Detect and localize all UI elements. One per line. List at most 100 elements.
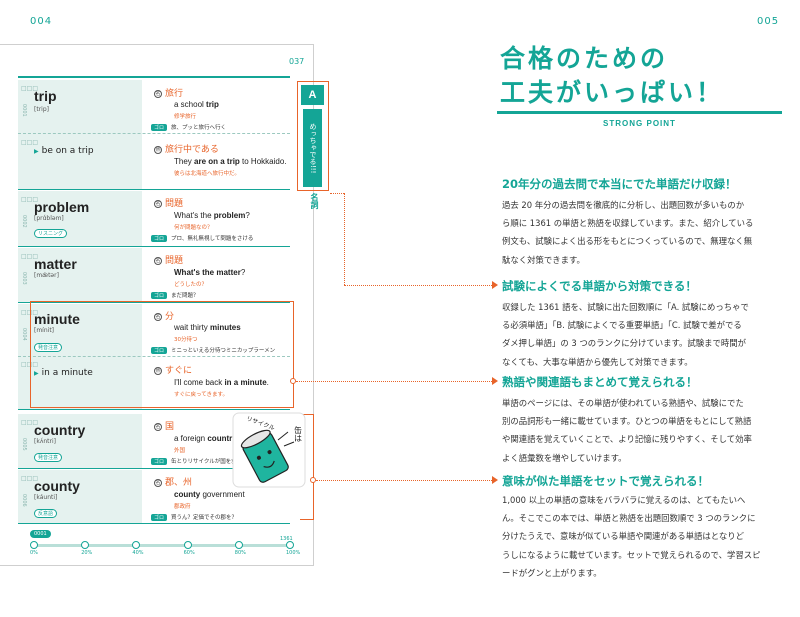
entry-word: trip [34,88,57,104]
entry-meaning: 名旅行 [154,89,184,99]
entry-number: 0001 [21,104,27,117]
progress-label: 60% [183,550,195,556]
point-body-1: 過去 20 年分の過去問を徹底的に分析し、出題回数が多いものから順に 1361 … [502,200,754,265]
progress-tick [132,541,141,549]
goro-row: ゴロミニっといえる分待つミニカップラーメン [151,346,275,354]
can-recycle-illustration: 缶は リサイクル [232,412,306,488]
triangle-icon: ▶ [34,370,39,377]
leader-line-1 [344,193,345,285]
leader-dot [310,477,316,483]
entry-meaning: 名問題 [154,199,184,209]
entry-pronunciation: [prɑ́bləm] [34,215,64,222]
entry-pronunciation: [mínit] [34,327,55,334]
progress-label: 80% [234,550,246,556]
sub-example: They are on a trip to Hokkaido. [174,157,287,166]
point-body-3: 単語のページには、その単語が使われている熟語や、試験にでた別の品詞形も一緒に載せ… [502,398,752,463]
leader-line-1-bottom [344,285,494,286]
progress-total: 1361 [280,536,293,542]
check-boxes: □□□ [21,254,38,260]
entry-minute: □□□ 0004 minute [mínit] 発音注意 名分 wait thi… [18,304,290,410]
entry-translation: 修学旅行 [174,114,197,120]
sub-check-boxes: □□□ [21,362,38,368]
entry-problem: □□□ 0002 problem [prɑ́bləm] リスニング 名問題 Wh… [18,191,290,247]
progress-label: 100% [286,550,301,556]
headline: 合格のための 工夫がいっぱい！ [500,42,780,110]
point-body-2: 収録した 1361 語を、試験に出た回数順に「A. 試験にめっちゃでる必須単語」… [502,302,749,367]
rank-badge: A [301,85,324,105]
headline-line-1: 合格のための [500,44,669,73]
progress-label: 20% [81,550,93,556]
goro-row: ゴロまだ問題？ [151,291,199,299]
entry-meaning: 名郡、州 [154,478,193,488]
progress-tick [286,541,294,549]
entry-example: county government [174,490,245,499]
goro-badge: ゴロ [151,458,168,465]
inner-page-number: 037 [289,57,305,66]
point-title-3: 熟語や関連語もまとめて覚えられる！ [502,375,698,389]
arrow-icon [492,476,498,484]
headline-line-2: 工夫がいっぱい！ [500,78,725,107]
phrase-mark-icon: 熟 [154,367,162,375]
entry-trip: □□□ 0001 trip [trip] 名旅行 a school trip 修… [18,80,290,190]
entry-translation: どうしたの？ [174,282,208,288]
check-boxes: □□□ [21,310,38,316]
entry-matter: □□□ 0003 matter [mǽtər] 名問題 What's the m… [18,248,290,303]
entry-number: 0004 [21,328,27,341]
entry-example: What's the matter? [174,268,246,277]
rank-label: めっちゃでる!!! [303,109,322,187]
entry-word: matter [34,256,77,272]
similar-words-bracket [300,414,314,520]
point-body-4: 1,000 以上の単語の意味をバラバラに覚えるのは、とてもたいへん。そこでこの本… [502,495,761,578]
meaning-mark-icon: 名 [154,479,162,487]
entry-pronunciation: [káunti] [34,494,58,501]
subheadline: STRONG POINT [603,119,676,128]
goro-row: ゴロプロ、無礼無視して問題をさける [151,234,253,242]
sub-translation: すぐに戻ってきます。 [174,392,229,398]
left-page-number: 004 [30,16,53,27]
entry-meaning: 名分 [154,312,175,322]
triangle-icon: ▶ [34,148,39,155]
point-title-4: 意味が似た単語をセットで覚えられる！ [502,474,709,488]
entry-pronunciation: [mǽtər] [34,272,59,279]
entry-example: wait thirty minutes [174,323,241,332]
sub-meaning: 熟すぐに [154,366,193,376]
point-title-2: 試験によくでる単語から対策できる！ [502,279,697,293]
sub-meaning: 熟旅行中である [154,145,219,155]
entry-tag: 発音注意 [34,343,63,352]
rank-side-tab: A めっちゃでる!!! [297,81,329,191]
entry-translation: 何が問題なの？ [174,225,213,231]
entry-number: 0006 [21,494,27,507]
leader-line-2 [296,381,494,382]
check-boxes: □□□ [21,476,38,482]
sub-separator [18,356,290,357]
entry-word: county [34,478,80,494]
entry-number: 0002 [21,215,27,228]
progress-track [34,544,290,547]
entry-county: □□□ 0006 county [káunti] 反意語 名郡、州 county… [18,470,290,524]
entry-translation: 外国 [174,448,186,454]
part-of-speech-label: 名詞 [310,193,319,209]
goro-badge: ゴロ [151,347,168,354]
progress-tick [81,541,90,549]
illustration-text-1: 缶は [294,425,303,442]
leader-line-1-top [330,193,344,194]
sub-separator [18,133,290,134]
progress-tick [30,541,38,549]
goro-badge: ゴロ [151,235,168,242]
goro-row: ゴロ缶とりリサイクルが国を救う [151,457,242,465]
progress-label: 0% [30,550,38,556]
entry-tag: 発音注意 [34,453,63,462]
entry-pronunciation: [kʌ́ntri] [34,438,56,445]
top-rule [18,76,290,78]
progress-label: 40% [132,550,144,556]
entry-number: 0003 [21,272,27,285]
arrow-icon [492,281,498,289]
entry-meaning: 名国 [154,422,175,432]
entry-tag: 反意語 [34,509,58,518]
sub-phrase: ▶in a minute [34,368,93,378]
meaning-mark-icon: 名 [154,423,162,431]
goro-row: ゴロ旅、プッと旅行へ行く [151,123,226,131]
entry-word: problem [34,199,90,215]
entry-example: a foreign country [174,434,237,443]
sub-check-boxes: □□□ [21,140,38,146]
